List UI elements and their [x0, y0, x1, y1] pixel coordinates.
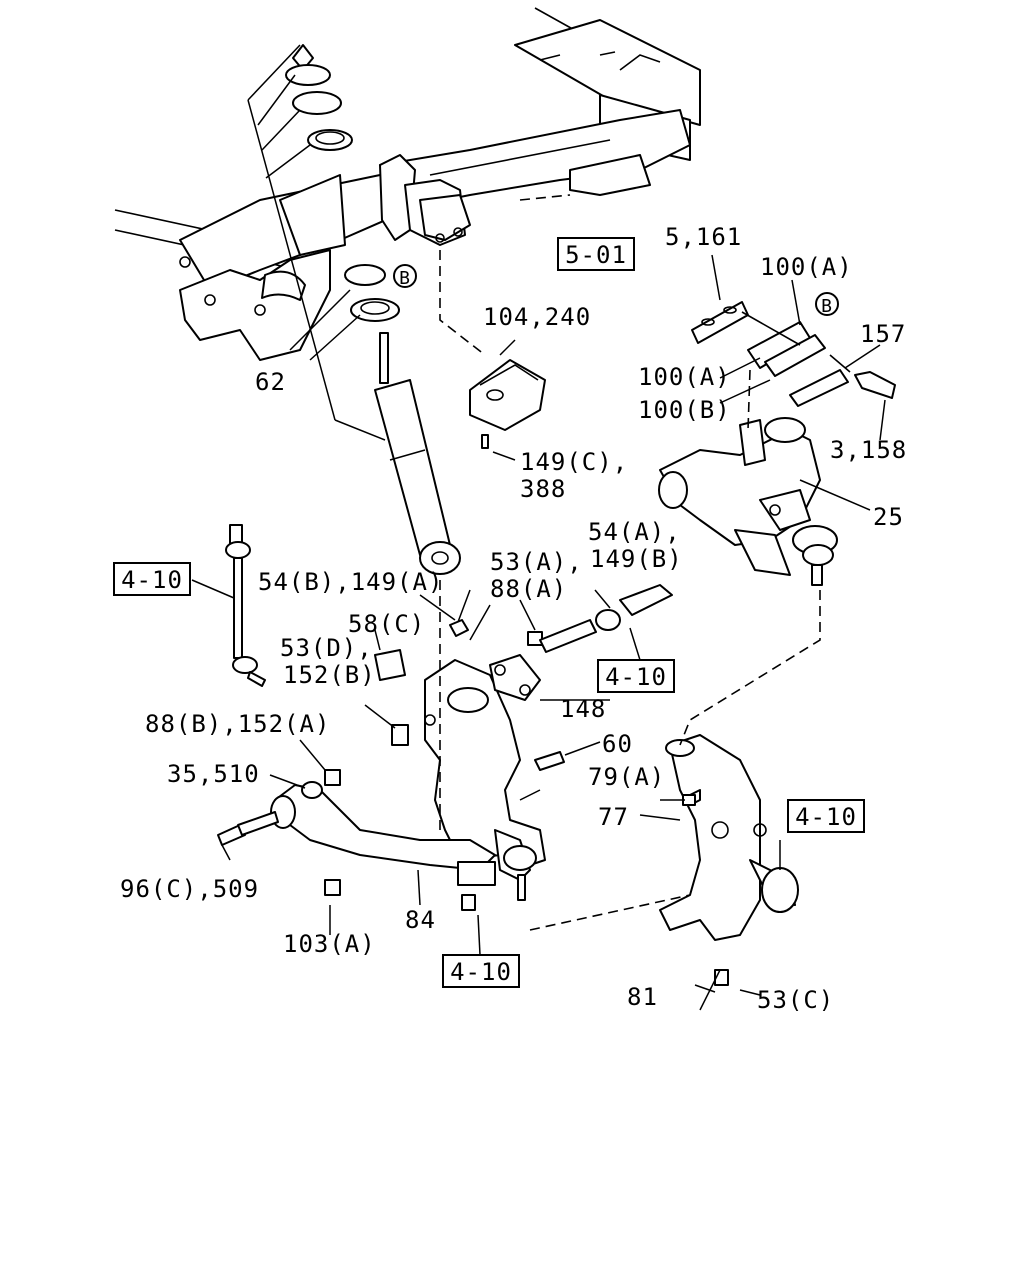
- part-labels: 5,161 100(A) 157 104,240 100(A) 100(B) 3…: [120, 223, 907, 1014]
- label-149b: 149(B): [590, 545, 683, 573]
- label-62: 62: [255, 368, 286, 396]
- label-60: 60: [602, 730, 633, 758]
- chassis-frame: [114, 7, 701, 361]
- label-388: 388: [520, 475, 566, 503]
- label-88a: 88(A): [490, 575, 567, 603]
- label-54a: 54(A),: [588, 518, 681, 546]
- svg-text:4-10: 4-10: [450, 958, 512, 986]
- label-53d: 53(D),: [280, 634, 373, 662]
- reference-box-4-10-d[interactable]: 4-10: [442, 954, 520, 988]
- label-148: 148: [560, 695, 606, 723]
- svg-text:B: B: [821, 296, 833, 317]
- label-84: 84: [405, 906, 436, 934]
- svg-text:B: B: [399, 268, 411, 289]
- label-3-158: 3,158: [830, 436, 907, 464]
- label-152b: 152(B): [283, 661, 376, 689]
- label-35-510: 35,510: [167, 760, 260, 788]
- label-81: 81: [627, 983, 658, 1011]
- label-77: 77: [598, 803, 629, 831]
- label-54b-149a: 54(B),149(A): [258, 568, 443, 596]
- reference-marker-b-left: B: [393, 264, 417, 289]
- steering-knuckle: [659, 734, 799, 1011]
- shock-mount-stack: [247, 44, 461, 575]
- reference-box-4-10-c[interactable]: 4-10: [787, 799, 865, 833]
- label-25: 25: [873, 503, 904, 531]
- label-100a-mid: 100(A): [638, 363, 731, 391]
- reference-box-5-01[interactable]: 5-01: [557, 237, 635, 271]
- label-58c: 58(C): [348, 610, 425, 638]
- shim-plates: [691, 254, 896, 441]
- label-53a: 53(A),: [490, 548, 583, 576]
- label-100a-top: 100(A): [760, 253, 853, 281]
- label-104-240: 104,240: [483, 303, 591, 331]
- stabilizer-link: [191, 524, 266, 687]
- label-149c: 149(C),: [520, 448, 628, 476]
- fasteners: [217, 584, 781, 870]
- reference-box-4-10-b[interactable]: 4-10: [597, 659, 675, 693]
- svg-text:4-10: 4-10: [795, 803, 857, 831]
- label-79a: 79(A): [588, 763, 665, 791]
- label-5-161: 5,161: [665, 223, 742, 251]
- label-88b-152a: 88(B),152(A): [145, 710, 330, 738]
- svg-text:4-10: 4-10: [605, 663, 667, 691]
- svg-text:5-01: 5-01: [565, 241, 627, 269]
- upper-control-arm: [658, 417, 871, 586]
- reference-marker-b-right: B: [815, 292, 839, 317]
- label-96c-509: 96(C),509: [120, 875, 259, 903]
- label-100b: 100(B): [638, 396, 731, 424]
- label-103a: 103(A): [283, 930, 376, 958]
- label-157: 157: [860, 320, 906, 348]
- bump-stop-mount: [439, 250, 546, 461]
- reference-box-4-10-a[interactable]: 4-10: [113, 562, 191, 596]
- label-53c: 53(C): [757, 986, 834, 1014]
- svg-text:4-10: 4-10: [121, 566, 183, 594]
